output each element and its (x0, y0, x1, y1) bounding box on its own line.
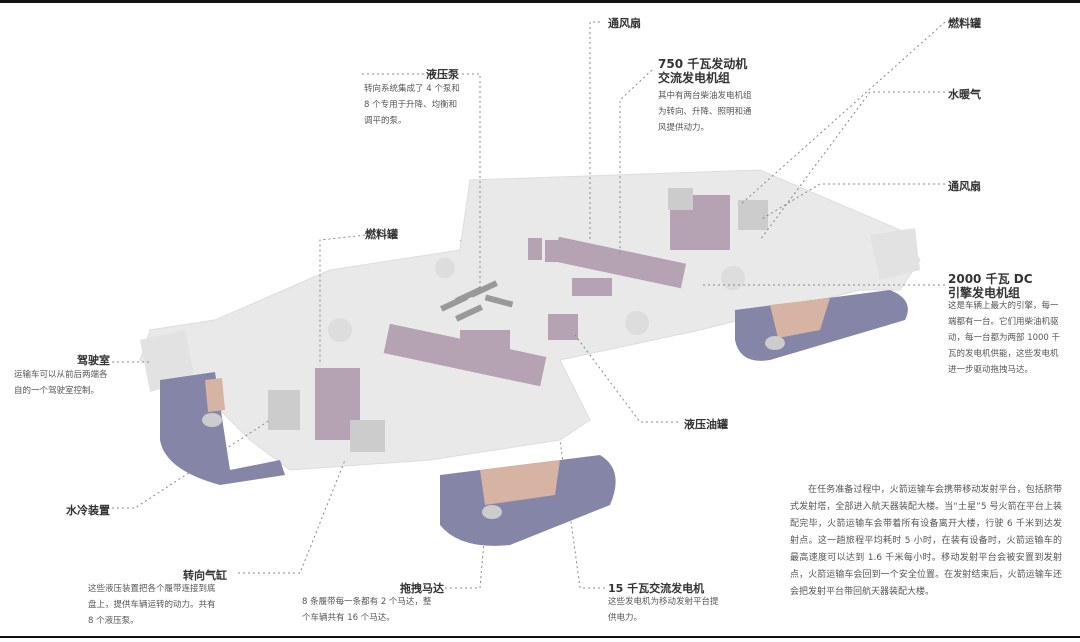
desc-generator-750: 其中有两台柴油发电机组为转向、升降、照明和通风提供动力。 (658, 91, 752, 133)
desc-hydraulic-pump: 转向系统集成了 4 个泵和 8 个专用于升降、均衡和调平的泵。 (364, 84, 460, 126)
desc-cab: 运输车可以从前后两端各自的一个驾驶室控制。 (14, 370, 108, 396)
bottom-border (0, 636, 1080, 638)
cab-right (870, 228, 920, 280)
desc-traction-motor: 8 条履带每一条都有 2 个马达，整个车辆共有 16 个马达。 (302, 597, 432, 623)
desc-steering-cylinder: 这些液压装置把各个履带连接到底盘上，提供车辆运转的动力。共有 8 个液压泵。 (88, 584, 216, 626)
label-generator-750: 750 千瓦发动机交流发电机组 (658, 57, 747, 85)
title-line2: 引擎发电机组 (948, 286, 1021, 300)
label-traction-motor: 拖拽马达 (400, 582, 444, 595)
label-hydraulic-pump: 液压泵 (426, 68, 459, 81)
label-water-cooling: 水冷装置 (66, 504, 110, 517)
label-steering-cylinder: 转向气缸 (183, 569, 227, 582)
title-line2: 交流发电机组 (658, 71, 731, 85)
label-hydraulic-oil-tank: 液压油罐 (684, 418, 728, 431)
label-water-heater: 水暖气 (948, 88, 981, 101)
leader-lines (112, 21, 946, 589)
component-hydraulic-oil-tank (548, 314, 578, 340)
label-fuel-tank-right: 燃料罐 (948, 17, 981, 30)
label-fan-top: 通风扇 (608, 17, 641, 30)
cab-left (140, 330, 195, 392)
component-generator-2000 (383, 323, 547, 387)
title-line1: 750 千瓦发动机 (658, 57, 748, 71)
label-fuel-tank-left: 燃料罐 (365, 228, 398, 241)
label-cab: 驾驶室 (77, 354, 110, 367)
desc-generator-15: 这些发电机为移动发射平台提供电力。 (608, 597, 719, 623)
desc-generator-2000: 这是车辆上最大的引擎，每一端都有一台。它们用柴油机驱动，每一台都为两部 1000… (948, 301, 1061, 375)
component-generator-750 (553, 236, 687, 289)
description-paragraph: 在任务准备过程中，火箭运输车会携带移动发射平台，包括脐带式发射塔，全部进入航天器… (790, 485, 1062, 597)
label-fan-right: 通风扇 (948, 180, 981, 193)
track-left (160, 372, 285, 485)
top-border (0, 0, 1080, 3)
title-line1: 2000 千瓦 DC (948, 272, 1033, 286)
label-generator-15: 15 千瓦交流发电机 (608, 582, 705, 595)
